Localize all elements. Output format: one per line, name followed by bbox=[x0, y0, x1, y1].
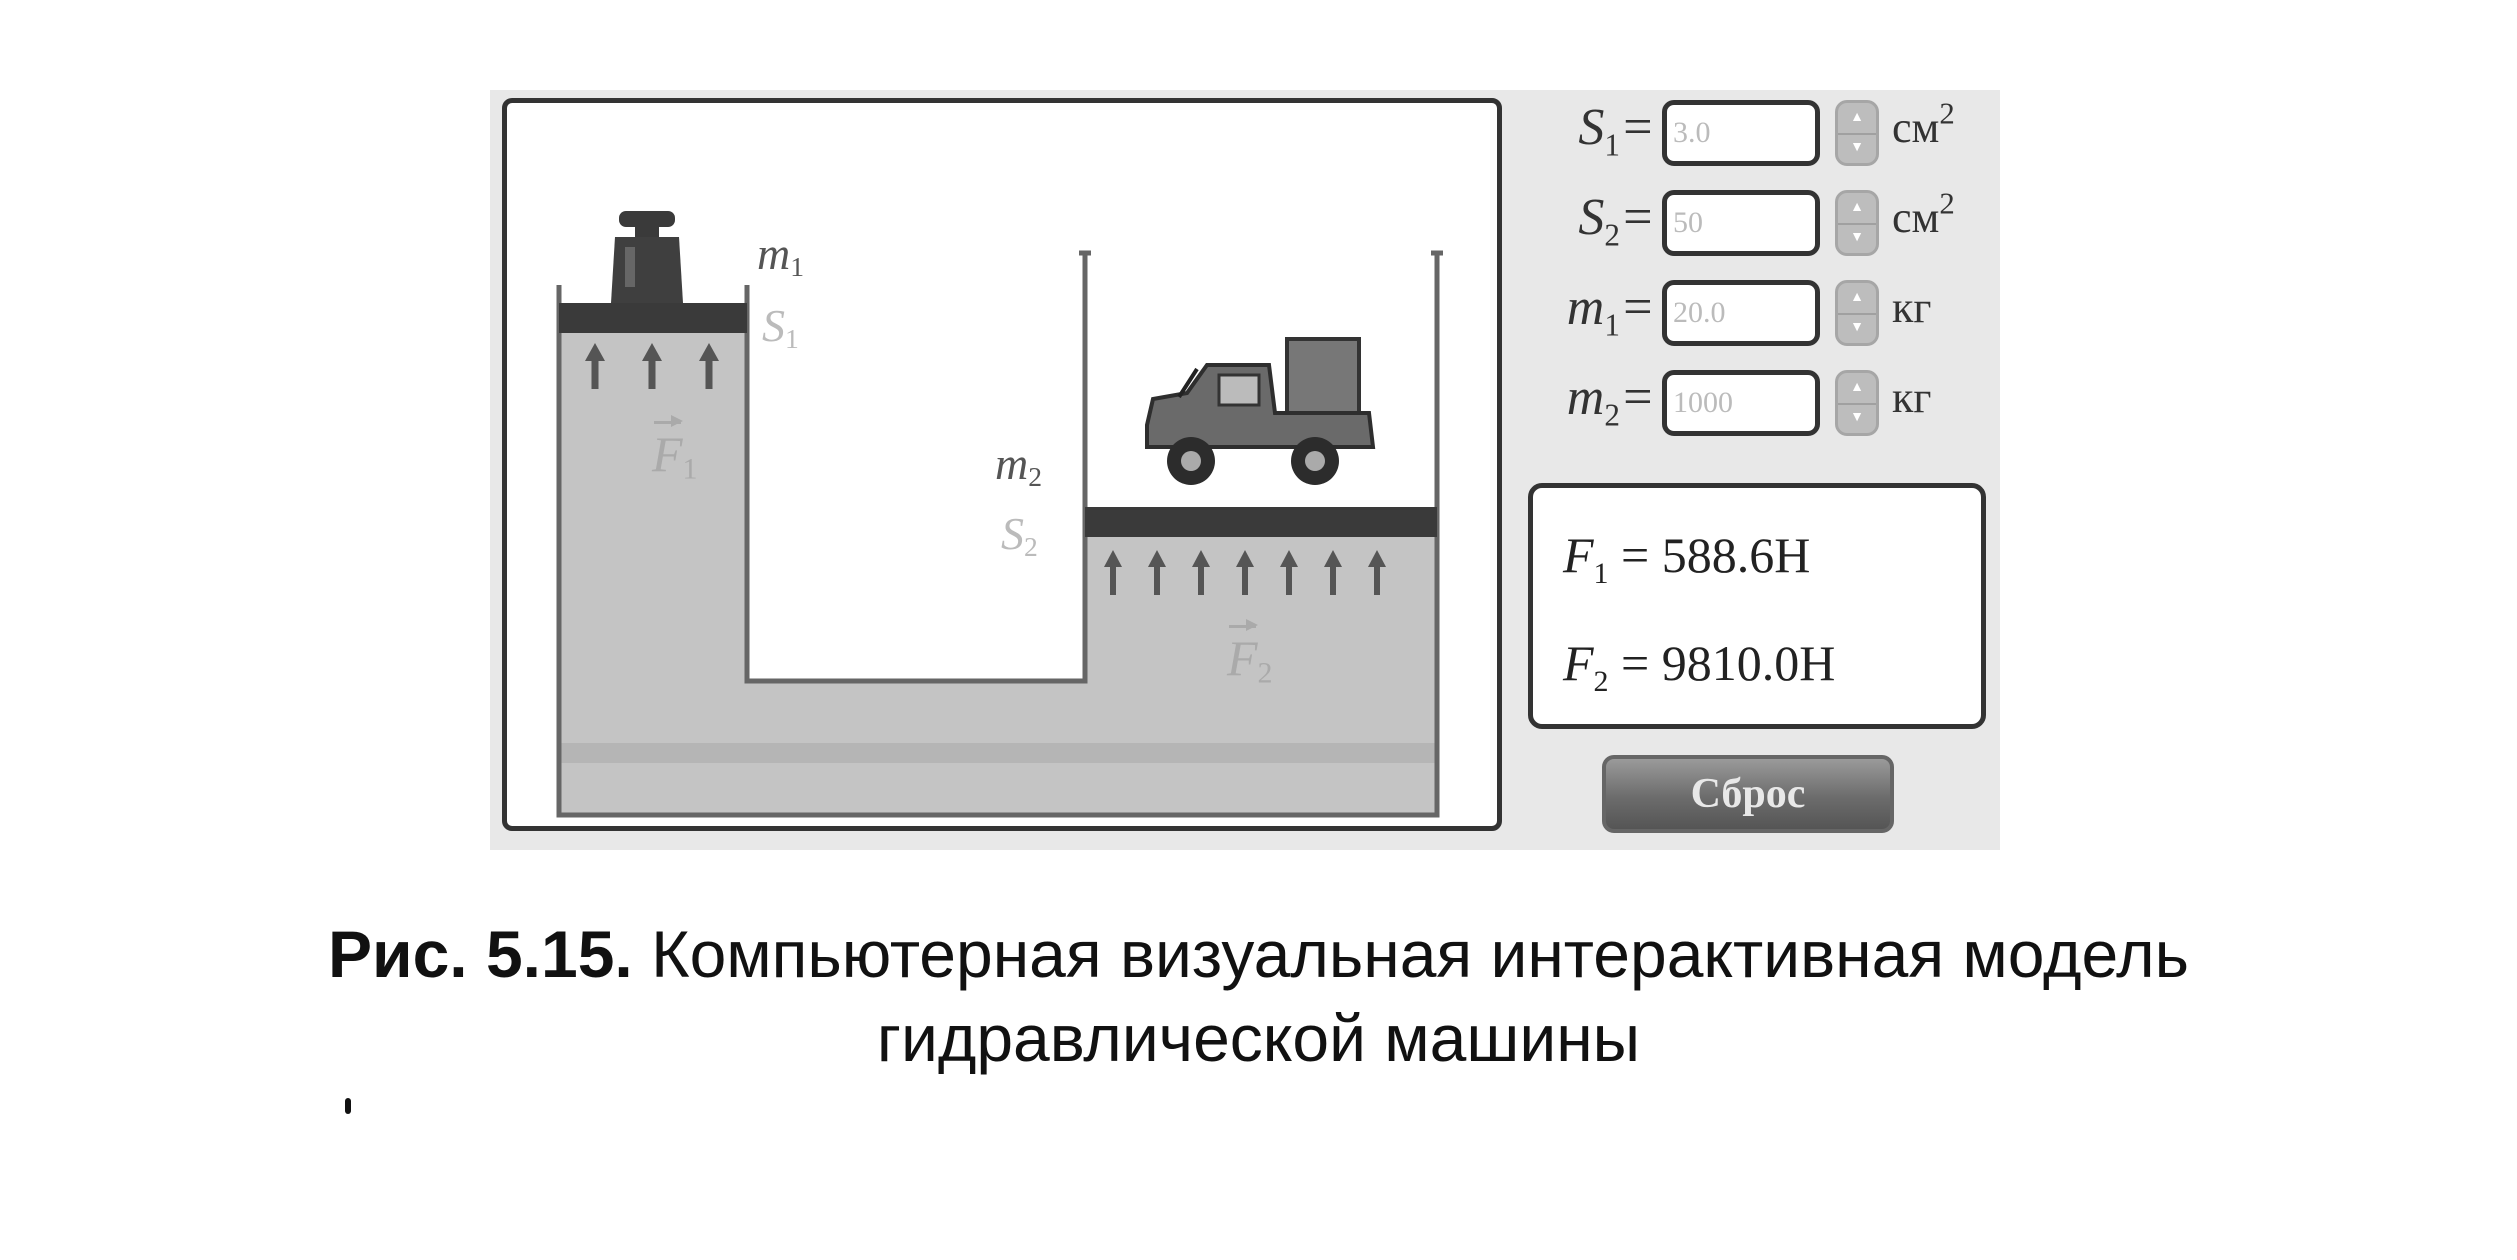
s2-input[interactable] bbox=[1662, 190, 1820, 256]
applet-window: m1 S1 F1 m2 S2 F2 S1= ▲ ▼ см2 S2= ▲ ▼ см… bbox=[490, 90, 2000, 850]
triangle-up-icon[interactable]: ▲ bbox=[1838, 193, 1876, 225]
result-f2: F2 = 9810.0Н bbox=[1563, 635, 1836, 698]
truck-m2 bbox=[1145, 337, 1376, 485]
hydraulic-fluid bbox=[559, 333, 1437, 815]
control-row-s2: S2= ▲ ▼ см2 bbox=[1530, 188, 2000, 268]
label-f1: F1 bbox=[652, 415, 698, 486]
unit-s1: см2 bbox=[1892, 96, 1955, 152]
m1-spinner[interactable]: ▲ ▼ bbox=[1835, 280, 1879, 346]
label-s2: S2 bbox=[1001, 508, 1038, 562]
label-f2: F2 bbox=[1227, 619, 1273, 690]
label-m1: m1 bbox=[757, 228, 805, 282]
control-label-m2: m2= bbox=[1566, 369, 1655, 433]
force-arrows-large bbox=[1104, 550, 1386, 595]
control-row-s1: S1= ▲ ▼ см2 bbox=[1530, 98, 2000, 178]
triangle-up-icon[interactable]: ▲ bbox=[1838, 373, 1876, 405]
unit-s2: см2 bbox=[1892, 186, 1955, 242]
triangle-up-icon[interactable]: ▲ bbox=[1838, 283, 1876, 315]
results-panel: F1 = 588.6Н F2 = 9810.0Н bbox=[1528, 483, 1986, 729]
control-label-s1: S1= bbox=[1578, 99, 1655, 163]
triangle-down-icon[interactable]: ▼ bbox=[1850, 410, 1864, 425]
m1-input[interactable] bbox=[1662, 280, 1820, 346]
stray-ink-mark bbox=[345, 1098, 351, 1114]
label-m2: m2 bbox=[995, 438, 1043, 492]
m2-input[interactable] bbox=[1662, 370, 1820, 436]
s2-spinner[interactable]: ▲ ▼ bbox=[1835, 190, 1879, 256]
s1-input[interactable] bbox=[1662, 100, 1820, 166]
unit-m2: кг bbox=[1892, 373, 1932, 422]
container-inner-wall bbox=[744, 253, 1088, 684]
triangle-down-icon[interactable]: ▼ bbox=[1850, 320, 1864, 335]
triangle-up-icon[interactable]: ▲ bbox=[1838, 103, 1876, 135]
force-arrows-small bbox=[585, 343, 719, 389]
control-row-m1: m1= ▲ ▼ кг bbox=[1530, 278, 2000, 358]
caption-number: Рис. 5.15. bbox=[328, 917, 633, 991]
control-row-m2: m2= ▲ ▼ кг bbox=[1530, 368, 2000, 448]
reset-button[interactable]: Сброс bbox=[1602, 755, 1894, 833]
m2-spinner[interactable]: ▲ ▼ bbox=[1835, 370, 1879, 436]
figure-caption: Рис. 5.15. Компьютерная визуальная интер… bbox=[0, 912, 2517, 1080]
triangle-down-icon[interactable]: ▼ bbox=[1850, 140, 1864, 155]
result-f1: F1 = 588.6Н bbox=[1563, 527, 1811, 590]
simulation-panel: m1 S1 F1 m2 S2 F2 bbox=[502, 98, 1502, 831]
small-piston bbox=[559, 303, 747, 333]
triangle-down-icon[interactable]: ▼ bbox=[1850, 230, 1864, 245]
large-piston bbox=[1085, 507, 1437, 537]
label-s1: S1 bbox=[762, 300, 799, 354]
hydraulic-press-drawing bbox=[556, 211, 1443, 818]
unit-m1: кг bbox=[1892, 283, 1932, 332]
caption-line-1: Рис. 5.15. Компьютерная визуальная интер… bbox=[0, 912, 2517, 996]
caption-line-2: гидравлической машины bbox=[876, 1001, 1641, 1075]
fluid-shade bbox=[559, 743, 1437, 763]
weight-m1 bbox=[611, 211, 683, 303]
caption-text-1: Компьютерная визуальная интерактивная мо… bbox=[632, 917, 2189, 991]
control-label-m1: m1= bbox=[1566, 279, 1655, 343]
control-label-s2: S2= bbox=[1578, 189, 1655, 253]
s1-spinner[interactable]: ▲ ▼ bbox=[1835, 100, 1879, 166]
